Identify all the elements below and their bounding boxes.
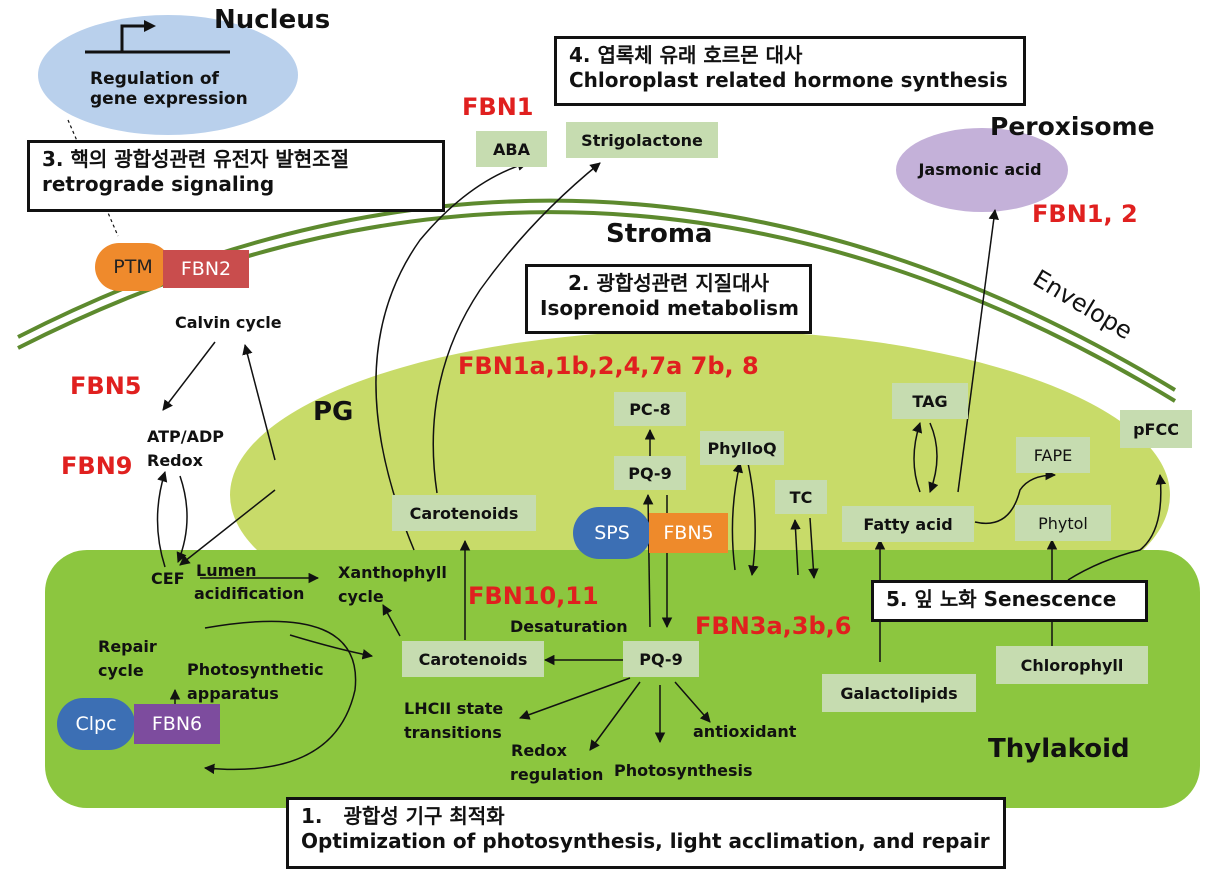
- fbn5-label: FBN5: [70, 372, 142, 400]
- cef-label: CEF: [151, 569, 185, 588]
- desaturation-label: Desaturation: [510, 617, 628, 636]
- chlorophyll-box: Chlorophyll: [996, 646, 1148, 684]
- callout-2-korean: 2. 광합성관련 지질대사: [567, 271, 770, 295]
- nucleus-label: Nucleus: [214, 5, 331, 35]
- callout-2: 2. 광합성관련 지질대사 Isoprenoid metabolism: [525, 264, 812, 334]
- acidification-label: acidification: [194, 584, 305, 603]
- apparatus-label: apparatus: [187, 684, 279, 703]
- callout-1-korean: 광합성 기구 최적화: [343, 804, 505, 828]
- callout-3: 3. 핵의 광합성관련 유전자 발현조절 retrograde signalin…: [27, 140, 445, 212]
- galactolipids-box: Galactolipids: [822, 674, 976, 712]
- thylakoid-label: Thylakoid: [988, 734, 1130, 764]
- callout-2-english: Isoprenoid metabolism: [540, 296, 799, 320]
- callout-3-english: retrograde signaling: [42, 172, 275, 196]
- callout-3-korean: 3. 핵의 광합성관련 유전자 발현조절: [42, 147, 349, 171]
- callout-5: 5. 잎 노화 Senescence: [871, 580, 1148, 622]
- repair-cycle-label: cycle: [98, 661, 144, 680]
- pfcc-box: pFCC: [1120, 410, 1192, 448]
- stroma-label: Stroma: [606, 219, 713, 249]
- photosynthesis-label: Photosynthesis: [614, 761, 753, 780]
- fbn5-pill: FBN5: [649, 513, 728, 553]
- fbn1-label: FBN1: [462, 93, 534, 121]
- nucleus-ellipse: [38, 15, 298, 135]
- ptm-pill: PTM: [95, 243, 171, 291]
- atp-adp-label: ATP/ADP: [147, 427, 225, 446]
- carotenoids-pg-box: Carotenoids: [392, 495, 536, 531]
- pc8-box: PC-8: [614, 392, 686, 426]
- photosynthetic-label: Photosynthetic: [187, 660, 324, 679]
- fbn10-11-label: FBN10,11: [468, 582, 599, 610]
- redox-regulation-label-2: regulation: [510, 765, 604, 784]
- pg-label: PG: [313, 397, 354, 427]
- callout-1: 1. 광합성 기구 최적화 Optimization of photosynth…: [286, 797, 1006, 869]
- lhcii-label: LHCII state: [404, 699, 504, 718]
- pq9-top-box: PQ-9: [614, 456, 686, 490]
- tag-box: TAG: [892, 383, 968, 419]
- pathway-arrows: [156, 160, 1167, 751]
- fbn9-label: FBN9: [61, 452, 133, 480]
- aba-box: ABA: [476, 131, 547, 167]
- callout-4: 4. 엽록체 유래 호르몬 대사 Chloroplast related hor…: [554, 36, 1026, 106]
- fbn2-pill: FBN2: [163, 250, 249, 288]
- sps-pill: SPS: [573, 507, 651, 559]
- peroxisome-ellipse: [896, 128, 1068, 212]
- gene-promoter-icon: [85, 24, 230, 54]
- fbn3-6-label: FBN3a,3b,6: [695, 612, 852, 640]
- fbn-pg-label: FBN1a,1b,2,4,7a 7b, 8: [458, 352, 759, 380]
- pq9-thylakoid-box: PQ-9: [623, 641, 699, 677]
- repair-label: Repair: [98, 637, 157, 656]
- peroxisome-label: Peroxisome: [990, 112, 1155, 141]
- jasmonic-acid-label: Jasmonic acid: [918, 159, 1042, 179]
- phytol-box: Phytol: [1015, 505, 1111, 541]
- redox-label: Redox: [147, 451, 203, 470]
- transitions-label: transitions: [404, 723, 502, 742]
- redox-regulation-label-1: Redox: [511, 741, 567, 760]
- callout-4-english: Chloroplast related hormone synthesis: [569, 68, 1008, 92]
- strigolactone-box: Strigolactone: [566, 122, 718, 158]
- fbn6-pill: FBN6: [134, 704, 220, 744]
- fatty-acid-box: Fatty acid: [842, 506, 974, 542]
- fape-box: FAPE: [1016, 437, 1090, 473]
- callout-1-number: 1.: [301, 804, 323, 828]
- lumen-label: Lumen: [196, 561, 257, 580]
- clpc-pill: Clpc: [57, 698, 135, 750]
- calvin-cycle-label: Calvin cycle: [175, 313, 282, 332]
- xanthophyll-label: Xanthophyll: [338, 563, 447, 582]
- tc-box: TC: [775, 480, 827, 514]
- callout-1-english: Optimization of photosynthesis, light ac…: [301, 829, 990, 853]
- fbn1-2-label: FBN1, 2: [1032, 200, 1138, 228]
- carotenoids-thylakoid-box: Carotenoids: [402, 641, 544, 677]
- xanthophyll-cycle-label: cycle: [338, 587, 384, 606]
- phylloq-box: PhylloQ: [700, 431, 784, 465]
- callout-4-korean: 4. 엽록체 유래 호르몬 대사: [569, 43, 803, 67]
- antioxidant-label: antioxidant: [693, 722, 797, 741]
- gene-regulation-label: Regulation of gene expression: [90, 69, 248, 109]
